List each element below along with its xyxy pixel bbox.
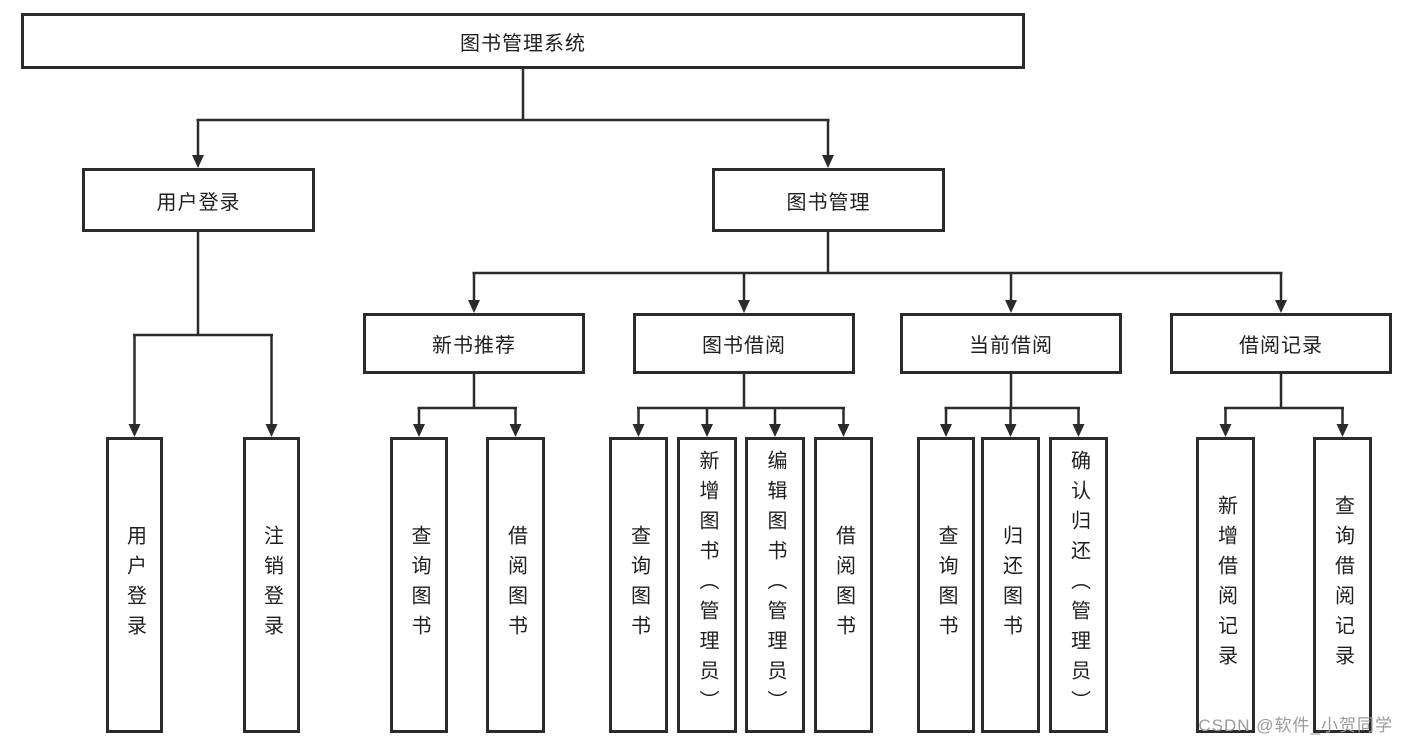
leaf-add-books-admin-label: 新增图书（管理员） (696, 450, 718, 720)
csdn-watermark: CSDN @软件_小贺同学 (1198, 716, 1393, 735)
leaf-add-books-admin: 新增图书（管理员） (677, 437, 737, 733)
edges-new-book-rec-branch (413, 374, 522, 437)
edges-book-mgmt-to-level3 (468, 232, 1287, 313)
node-borrowing-records-label: 借阅记录 (1239, 335, 1323, 357)
leaf-edit-books-admin: 编辑图书（管理员） (745, 437, 805, 733)
leaf-query-borrow-record-label: 查询借阅记录 (1331, 495, 1354, 675)
leaf-return-books: 归还图书 (981, 437, 1040, 733)
node-current-borrowing: 当前借阅 (900, 313, 1122, 374)
node-book-management-label: 图书管理 (786, 191, 871, 214)
leaf-query-books-3-label: 查询图书 (935, 525, 957, 645)
node-user-login: 用户登录 (82, 168, 315, 232)
leaf-confirm-return-admin: 确认归还（管理员） (1049, 437, 1108, 733)
leaf-borrow-books-2-label: 借阅图书 (832, 525, 855, 645)
leaf-borrow-books-2: 借阅图书 (814, 437, 873, 733)
leaf-query-books-1: 查询图书 (390, 437, 448, 733)
node-book-management: 图书管理 (712, 168, 945, 232)
leaf-add-borrow-record-label: 新增借阅记录 (1214, 495, 1237, 675)
node-new-book-recommend-label: 新书推荐 (432, 335, 516, 357)
edges-root-to-level2 (192, 69, 834, 168)
leaf-confirm-return-admin-label: 确认归还（管理员） (1067, 450, 1090, 720)
leaf-return-books-label: 归还图书 (999, 525, 1022, 645)
node-new-book-recommend: 新书推荐 (363, 313, 585, 374)
leaf-user-login: 用户登录 (106, 437, 163, 733)
edges-user-login-branch (128, 232, 278, 437)
node-library-system-label: 图书管理系统 (460, 32, 586, 55)
edges-book-borrow-branch (632, 374, 850, 437)
leaf-query-books-1-label: 查询图书 (408, 525, 430, 645)
node-library-system: 图书管理系统 (21, 13, 1025, 69)
leaf-edit-books-admin-label: 编辑图书（管理员） (764, 450, 786, 720)
node-borrowing-records: 借阅记录 (1170, 313, 1392, 374)
leaf-query-books-2: 查询图书 (609, 437, 668, 733)
leaf-query-borrow-record: 查询借阅记录 (1313, 437, 1372, 733)
node-book-borrowing-label: 图书借阅 (702, 335, 786, 357)
node-book-borrowing: 图书借阅 (633, 313, 855, 374)
leaf-borrow-books-1-label: 借阅图书 (504, 525, 527, 645)
node-current-borrowing-label: 当前借阅 (969, 335, 1053, 357)
leaf-user-login-label: 用户登录 (123, 525, 146, 645)
node-user-login-label: 用户登录 (156, 191, 241, 214)
leaf-query-books-3: 查询图书 (917, 437, 975, 733)
leaf-add-borrow-record: 新增借阅记录 (1196, 437, 1255, 733)
leaf-query-books-2-label: 查询图书 (627, 525, 650, 645)
edges-borrow-records-branch (1219, 374, 1349, 437)
edges-current-borrow-branch (940, 374, 1085, 437)
leaf-borrow-books-1: 借阅图书 (486, 437, 545, 733)
leaf-logout-label: 注销登录 (260, 525, 283, 645)
leaf-logout: 注销登录 (243, 437, 300, 733)
